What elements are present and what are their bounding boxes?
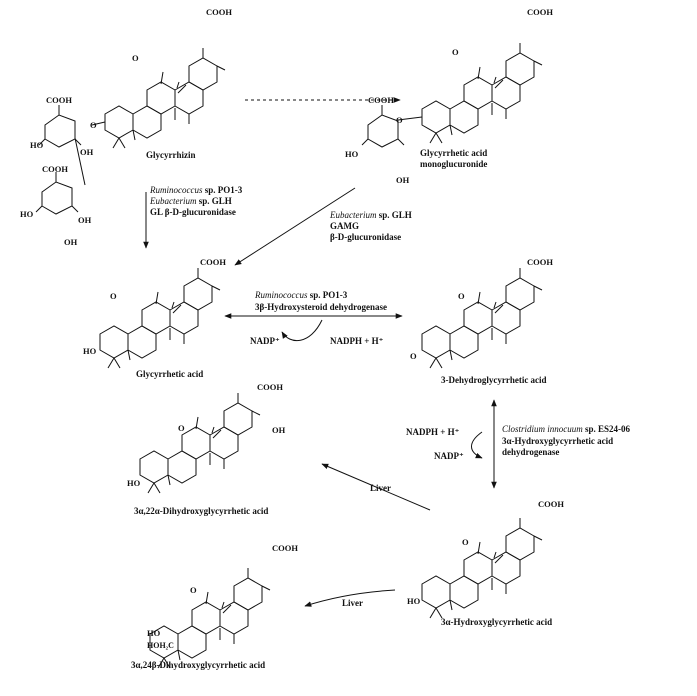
oh-label-sugar2b: OH [64,237,78,247]
step3-nadp: NADP⁺ [250,336,280,346]
compound-dihydroxy22: 3α,22α-Dihydroxyglycyrrhetic acid [134,506,269,516]
step3-nadph: NADPH + H⁺ [330,336,384,346]
dehydro-structure [421,267,543,369]
cooh-label-d24: COOH [272,543,298,553]
liver-label-1: Liver [370,483,391,493]
o-label-gamg: O [452,47,459,57]
step1-organism1: Ruminococcus sp. PO1-3 [150,185,243,195]
compound-glycyrrhetic-acid: Glycyrrhetic acid [136,369,204,379]
step4-organism: Clostridium innocuum sp. ES24-06 [502,424,631,434]
o-label-dehydro: O [458,291,465,301]
compound-dihydroxy24: 3α,24β-Dihydroxyglycyrrhetic acid [131,660,266,670]
o-link-gamg: O [396,115,403,125]
alpha-hydroxy-structure [421,517,543,619]
cooh-label-gamg: COOH [527,7,553,17]
cooh-label-d22: COOH [257,382,283,392]
arrow-nadp-curve1 [282,320,322,341]
o-label-gl: O [132,53,139,63]
arrow-liver-1 [321,464,430,510]
liver-label-2: Liver [342,598,363,608]
glycyrrhizin-structure [35,47,226,215]
cooh-label-dehydro: COOH [527,257,553,267]
o-label-alpha: O [462,537,469,547]
step4-enzyme-line2: dehydrogenase [502,447,560,457]
arrow-nadp-curve2 [472,432,483,458]
oh-label-sugar1: OH [80,147,94,157]
oh-label-d22: OH [272,425,286,435]
cooh-label-gl: COOH [206,7,232,17]
compound-gamg-line2: monoglucuronide [420,159,488,169]
step4-enzyme-line1: 3α-Hydroxyglycyrrhetic acid [502,436,614,446]
compound-alpha-hydroxy: 3α-Hydroxyglycyrrhetic acid [441,617,553,627]
step2-gamg: GAMG [330,221,359,231]
step2-enzyme: β-D-glucuronidase [330,232,402,242]
ho-label-gamg-sugar: HO [345,149,359,159]
o-label-d22: O [178,423,185,433]
arrow-gamg-to-ga [234,188,355,265]
ho-label-ga: HO [83,346,97,356]
ho-label-sugar1: HO [30,140,44,150]
cooh-label-alpha: COOH [538,499,564,509]
gamg-structure [361,42,543,148]
step2-organism: Eubacterium sp. GLH [330,210,412,220]
oh-label-sugar2: OH [78,215,92,225]
cooh-label-sugar2: COOH [42,164,68,174]
step4-nadp: NADP⁺ [434,451,464,461]
cooh-label-gamg-sugar: COOH [368,95,394,105]
o-keto-label-dehydro: O [410,351,417,361]
o-label-d24: O [190,585,197,595]
step3-organism: Ruminococcus sp. PO1-3 [255,290,348,300]
compound-gamg-line1: Glycyrrhetic acid [420,148,488,158]
dihydroxy22-structure [139,392,261,494]
step1-enzyme: GL β-D-glucuronidase [150,207,236,217]
cooh-label-ga: COOH [200,257,226,267]
step1-organism2: Eubacterium sp. GLH [150,196,232,206]
ho-label-sugar2: HO [20,209,34,219]
o-link-gl: O [90,120,97,130]
arrow-liver-2 [304,590,395,607]
glycyrrhetic-acid-structure [99,267,221,369]
cooh-label-sugar1: COOH [46,95,72,105]
o-label-ga: O [110,291,117,301]
ho-label-d22: HO [127,478,141,488]
ho-label-d24: HO [147,628,161,638]
oh-label-gamg-sugar: OH [396,175,410,185]
ho-label-alpha: HO [407,596,421,606]
step3-enzyme: 3β-Hydroxysteroid dehydrogenase [255,302,387,312]
dihydroxy24-structure [149,567,271,669]
compound-dehydro: 3-Dehydroglycyrrhetic acid [441,375,547,385]
hoh2c-label-d24: HOH₂C [147,641,174,650]
step4-nadph: NADPH + H⁺ [406,427,460,437]
compound-glycyrrhizin: Glycyrrhizin [146,150,196,160]
